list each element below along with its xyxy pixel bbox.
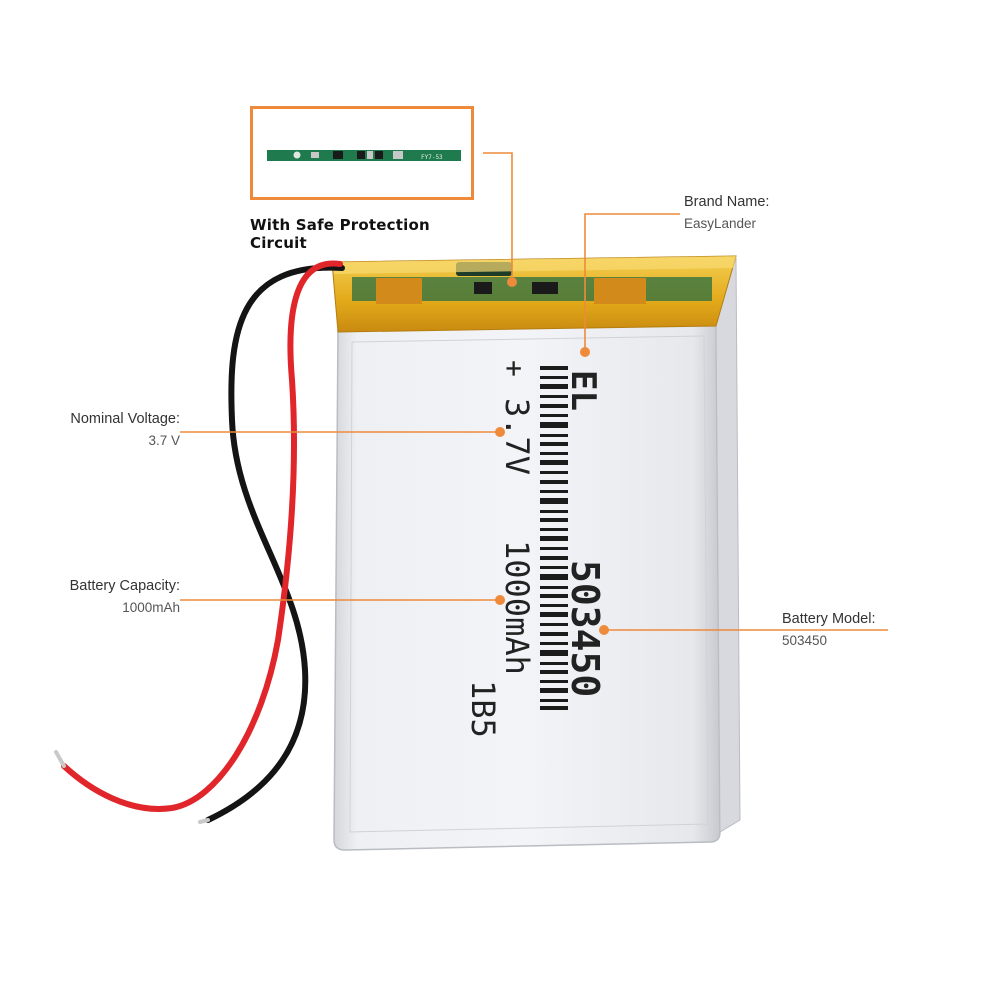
voltage-value: 3.7 V (148, 433, 180, 448)
dot-voltage (495, 427, 505, 437)
dot-model (599, 625, 609, 635)
dot-brand (580, 347, 590, 357)
print-polarity: + (498, 360, 531, 377)
barcode (540, 366, 568, 710)
cell-print: + EL 503450 3.7V 1000mAh 1B5 (464, 360, 607, 738)
inset-caption: With Safe Protection Circuit (250, 216, 430, 252)
dot-inset (507, 277, 517, 287)
model-title: Battery Model: (782, 611, 876, 627)
battery-cell (333, 257, 741, 851)
capacity-title: Battery Capacity: (69, 578, 180, 594)
model-callout: Battery Model: 503450 (782, 608, 922, 652)
capacity-value: 1000mAh (122, 600, 180, 615)
callout-dots (495, 277, 609, 635)
capacity-callout: Battery Capacity: 1000mAh (40, 575, 180, 619)
brand-value: EasyLander (684, 216, 757, 231)
brand-title: Brand Name: (684, 194, 770, 210)
leader-inset (483, 152, 513, 282)
wire-leads (54, 260, 345, 824)
model-value: 503450 (782, 633, 828, 648)
print-voltage: 3.7V (498, 398, 536, 475)
pcb-marking: FY7-53 (421, 154, 443, 161)
brand-callout: Brand Name: EasyLander (684, 191, 824, 235)
voltage-title: Nominal Voltage: (70, 411, 180, 427)
pcb-strip: FY7-53 (267, 150, 461, 161)
print-capacity: 1000mAh (498, 540, 536, 675)
print-batch: 1B5 (464, 680, 502, 738)
protection-circuit-inset: FY7-53 (250, 106, 474, 200)
dot-capacity (495, 595, 505, 605)
leader-brand (584, 213, 680, 352)
protection-circuit-kapton (331, 255, 737, 333)
voltage-callout: Nominal Voltage: 3.7 V (40, 408, 180, 452)
print-brand-mark: EL (563, 370, 603, 411)
callout-lines (180, 152, 888, 631)
